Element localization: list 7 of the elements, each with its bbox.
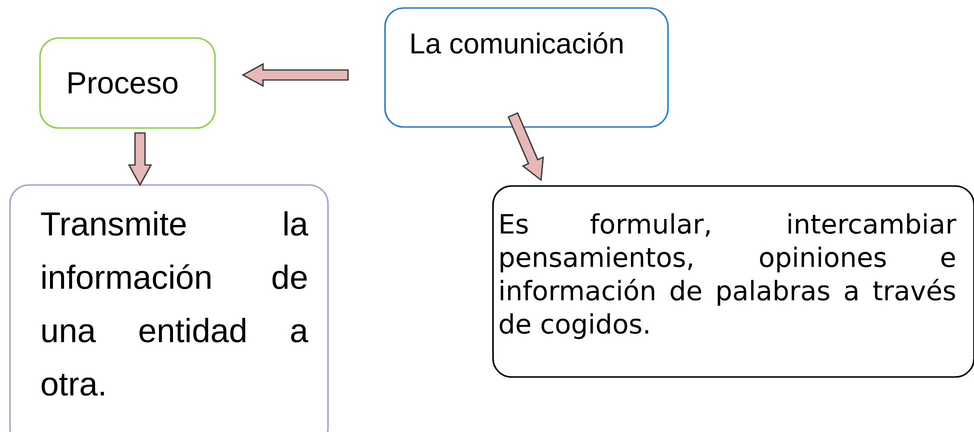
block-arrow (128, 132, 152, 186)
block-arrow (242, 62, 349, 88)
text-box: Proceso (39, 37, 216, 129)
text-box: La comunicación (384, 7, 669, 128)
block-arrow (508, 112, 544, 182)
text-box: Es formular, intercambiar pensamientos, opiniones e información de palabras a través de cogidos. (492, 185, 974, 378)
text-box: Transmite la información de una entidad a otra. (9, 184, 329, 432)
